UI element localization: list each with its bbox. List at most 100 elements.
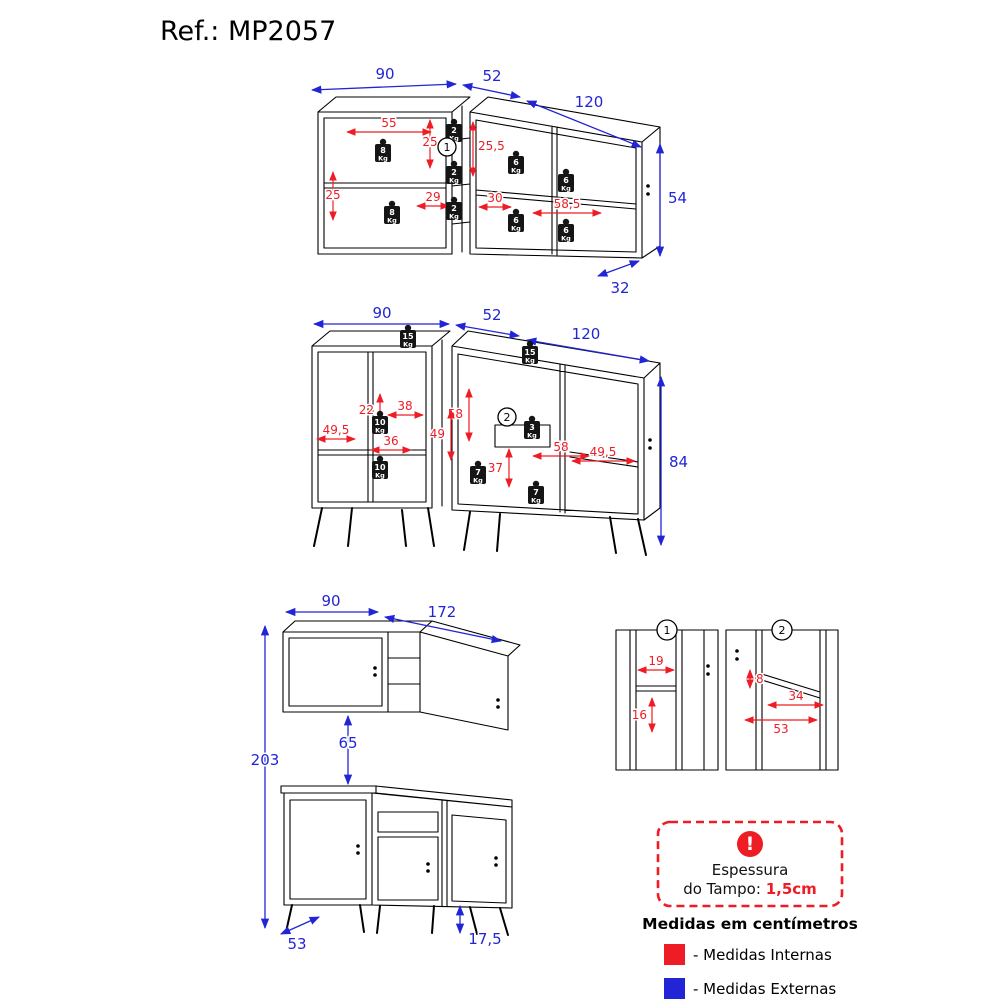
wall-right-shelf-label: 58,5 (554, 197, 581, 211)
svg-text:Kg: Kg (525, 357, 535, 365)
base-left-width-label: 90 (372, 304, 391, 322)
svg-text:Kg: Kg (527, 432, 537, 440)
detail-1-structure (629, 629, 705, 771)
wall-corner-opening-label: 30 (487, 191, 502, 205)
assembly-gap-height-label: 65 (338, 734, 357, 752)
base-left-depth-label: 49,5 (323, 423, 350, 437)
svg-text:8: 8 (389, 208, 395, 217)
base-right-depth-label: 49,5 (590, 445, 617, 459)
detail-1-height-label: 16 (632, 708, 647, 722)
detail-1-callout: 1 (656, 619, 678, 641)
wall-depth-arrow (597, 260, 640, 277)
svg-text:7: 7 (533, 488, 539, 497)
base-cabinet-legs (313, 507, 647, 556)
weight-badge: 8Kg (384, 200, 400, 225)
wall-corner-width-internal-label: 29 (425, 190, 440, 204)
weight-badge: 2Kg (446, 118, 462, 143)
wall-depth-label: 32 (610, 279, 629, 297)
assembly-depth-arrow (280, 916, 320, 935)
svg-text:1: 1 (664, 624, 671, 637)
assembly-outline (280, 620, 521, 909)
page-title: Ref.: MP2057 (160, 16, 336, 47)
warning-icon (737, 831, 763, 857)
base-right-inner-width-label: 58 (553, 440, 568, 454)
svg-text:Kg: Kg (375, 427, 385, 435)
detail-2-lip-label: 8 (756, 672, 764, 686)
assembly-drawing: 90 172 203 65 53 17,5 (249, 591, 521, 955)
svg-text:7: 7 (475, 468, 481, 477)
external-measures-label: - Medidas Externas (693, 980, 836, 998)
wall-corner-height-label: 25,5 (478, 139, 505, 153)
wall-shelf-width-label: 55 (381, 116, 396, 130)
base-left-inner-width-label: 38 (397, 399, 412, 413)
wall-corner-width-label: 52 (482, 67, 501, 85)
svg-text:Kg: Kg (403, 341, 413, 349)
svg-text:Kg: Kg (511, 167, 521, 175)
svg-text:3: 3 (529, 423, 535, 432)
svg-text:Kg: Kg (378, 155, 388, 163)
weight-badge: 7Kg (470, 460, 486, 485)
detail-2-width-label: 53 (773, 722, 788, 736)
detail-box-2: 8 34 53 2 (725, 619, 839, 771)
svg-text:6: 6 (563, 226, 569, 235)
wall-cabinet-outline (317, 96, 661, 259)
svg-text:15: 15 (524, 348, 536, 357)
base-right-width-label: 120 (572, 325, 601, 343)
wall-cabinet-drawing: 90 52 120 54 32 55 25 25,5 25 29 30 58,5… (310, 64, 689, 299)
svg-text:2: 2 (451, 204, 457, 213)
svg-text:Kg: Kg (449, 135, 459, 143)
svg-text:10: 10 (374, 463, 386, 472)
svg-text:Kg: Kg (473, 477, 483, 485)
assembly-leg-height-label: 17,5 (468, 930, 501, 948)
base-cabinet-drawing: 90 52 120 84 49,5 22 38 36 58 49 58 37 4… (311, 303, 690, 556)
detail-1-frame (615, 629, 719, 771)
base-mid-height-label: 58 (448, 407, 463, 421)
svg-text:2: 2 (779, 624, 786, 637)
svg-text:Kg: Kg (561, 185, 571, 193)
internal-measures-label: - Medidas Internas (693, 946, 832, 964)
external-color-swatch (664, 978, 685, 999)
wall-lower-height-label: 25 (325, 188, 340, 202)
detail-callout-1: 1 (437, 137, 457, 157)
warning-box: ! Espessura do Tampo: 1,5cm (656, 820, 844, 908)
base-left-shelf-label: 36 (383, 434, 398, 448)
base-cabinet-outline (311, 330, 661, 521)
svg-text:6: 6 (513, 216, 519, 225)
internal-color-swatch (664, 944, 685, 965)
warning-text-line1: Espessura (712, 861, 789, 879)
base-corner-width-label: 52 (482, 306, 501, 324)
weight-badge: 2Kg (446, 160, 462, 185)
svg-text:Kg: Kg (511, 225, 521, 233)
svg-text:6: 6 (563, 176, 569, 185)
warning-text-prefix: do Tampo: (683, 880, 765, 898)
weight-badge: 2Kg (446, 196, 462, 221)
svg-text:Kg: Kg (387, 217, 397, 225)
detail-1-width-label: 19 (648, 654, 663, 668)
base-corner-width-arrow (454, 322, 521, 339)
shelf-pin-dots (646, 184, 650, 196)
detail-2-structure (755, 629, 827, 771)
warning-text-line2: do Tampo: 1,5cm (683, 880, 817, 898)
detail-2-frame (725, 629, 839, 771)
wall-upper-height-label: 25 (422, 135, 437, 149)
assembly-total-width-label: 172 (428, 603, 457, 621)
assembly-total-height-label: 203 (251, 751, 280, 769)
wall-left-width-label: 90 (375, 65, 394, 83)
svg-text:6: 6 (513, 158, 519, 167)
wall-left-width-arrow (310, 80, 458, 94)
assembly-top-width-label: 90 (321, 592, 340, 610)
weight-badge: 3Kg (524, 415, 540, 440)
svg-text:Kg: Kg (375, 472, 385, 480)
base-right-width-arrow (525, 337, 651, 364)
svg-text:Kg: Kg (449, 177, 459, 185)
detail-box-1: 19 16 1 (615, 619, 719, 771)
shelf-pin-dots (648, 438, 652, 450)
weight-badge: 7Kg (528, 480, 544, 505)
base-left-gap-label: 22 (359, 403, 374, 417)
